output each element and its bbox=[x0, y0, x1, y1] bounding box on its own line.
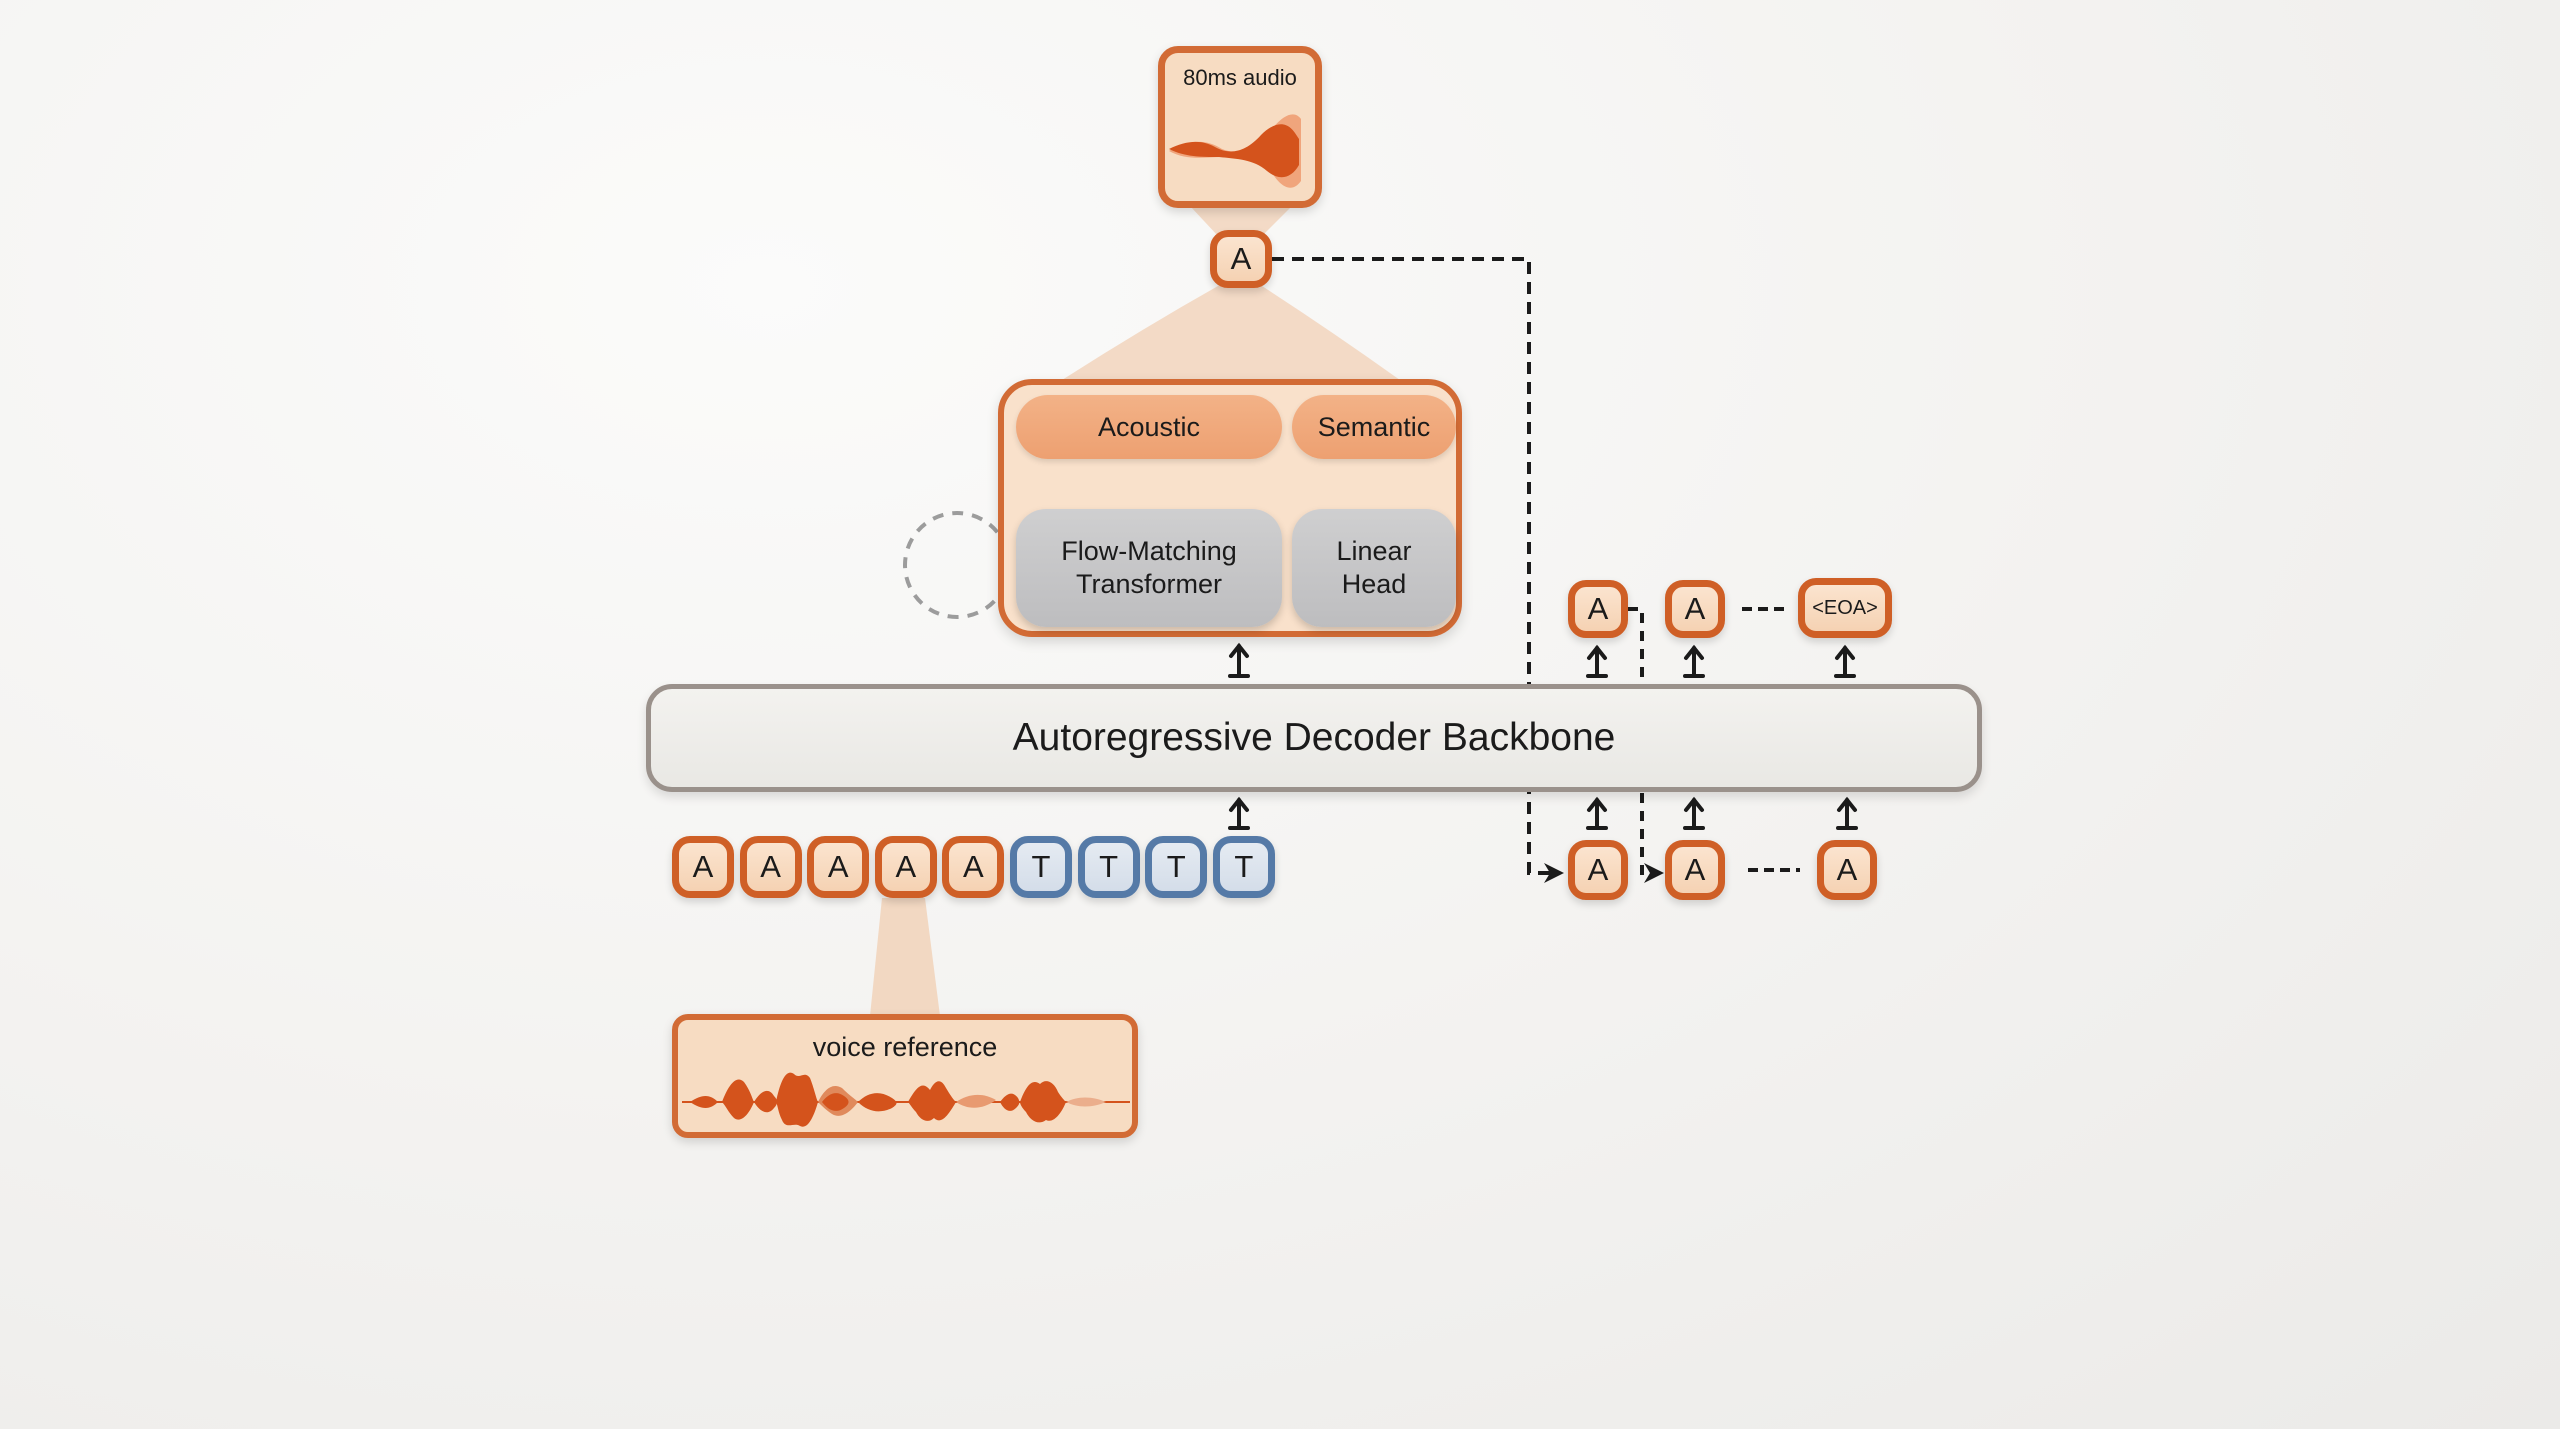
text-token: T bbox=[1010, 836, 1072, 898]
arrow-backbone-to-eoa bbox=[1834, 644, 1856, 678]
flow-matching-label-line1: Flow-Matching bbox=[1061, 536, 1237, 566]
waveform-icon bbox=[1169, 114, 1301, 188]
end-of-audio-token: <EOA> bbox=[1798, 578, 1892, 638]
decoder-backbone: Autoregressive Decoder Backbone bbox=[646, 684, 1982, 792]
flow-matching-transformer-module: Flow-Matching Transformer bbox=[1016, 509, 1282, 627]
arrow-gen-input-1 bbox=[1586, 796, 1608, 830]
text-token: T bbox=[1145, 836, 1208, 898]
funnel-token-to-head bbox=[1062, 286, 1400, 380]
arrow-gen-input-2 bbox=[1683, 796, 1705, 830]
voice-reference-box: voice reference bbox=[672, 1014, 1138, 1138]
output-audio-token: A bbox=[1210, 230, 1272, 288]
generated-output-token: A bbox=[1665, 580, 1725, 638]
output-audio-box: 80ms audio bbox=[1158, 46, 1322, 208]
arrow-tokens-to-backbone bbox=[1228, 796, 1250, 830]
audio-token: A bbox=[672, 836, 734, 898]
generated-input-token: A bbox=[1665, 840, 1725, 900]
text-token: T bbox=[1212, 836, 1275, 898]
dashed-loop-icon bbox=[903, 511, 1011, 619]
audio-token: A bbox=[807, 836, 870, 898]
arrow-backbone-to-gen-2 bbox=[1683, 644, 1705, 678]
linear-head-label-line1: Linear bbox=[1336, 536, 1412, 566]
text-token: T bbox=[1077, 836, 1140, 898]
generated-input-token: A bbox=[1817, 840, 1877, 900]
audio-token: A bbox=[739, 836, 802, 898]
arrow-backbone-to-head bbox=[1228, 642, 1250, 678]
arrow-backbone-to-gen-1 bbox=[1586, 644, 1608, 678]
generated-output-token: A bbox=[1568, 580, 1628, 638]
audio-token: A bbox=[874, 836, 937, 898]
voice-reference-label: voice reference bbox=[812, 1032, 998, 1062]
linear-head-module: Linear Head bbox=[1292, 509, 1456, 627]
decoder-backbone-label: Autoregressive Decoder Backbone bbox=[1012, 716, 1616, 759]
generated-input-token: A bbox=[1568, 840, 1628, 900]
flow-matching-label-line2: Transformer bbox=[1075, 569, 1223, 599]
funnel-tokens-to-voice bbox=[870, 898, 940, 1016]
arrow-gen-input-3 bbox=[1836, 796, 1858, 830]
waveform-icon bbox=[682, 1072, 1130, 1127]
acoustic-output-pill: Acoustic bbox=[1016, 395, 1282, 459]
output-audio-label: 80ms audio bbox=[1183, 65, 1297, 90]
prediction-head-panel: Acoustic Semantic Flow-Matching Transfor… bbox=[998, 379, 1462, 637]
semantic-output-pill: Semantic bbox=[1292, 395, 1456, 459]
linear-head-label-line2: Head bbox=[1341, 569, 1407, 599]
audio-token: A bbox=[942, 836, 1005, 898]
